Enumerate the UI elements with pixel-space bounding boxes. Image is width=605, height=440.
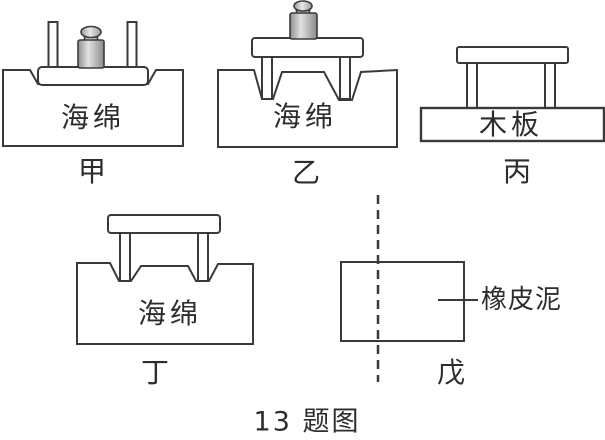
weight-body — [77, 39, 105, 69]
table-top — [251, 37, 364, 58]
weight-knob — [293, 0, 313, 12]
wu-figure-label: 戊 — [436, 356, 466, 389]
bing-figure-label: 丙 — [502, 155, 532, 188]
figure-ding-drawing — [76, 214, 254, 345]
sponge-outline — [2, 69, 184, 147]
figure-caption: 13 题图 — [253, 406, 361, 438]
wood-board — [419, 106, 605, 143]
bing-material-label: 木板 — [478, 108, 544, 141]
figure-yi-drawing — [217, 0, 398, 148]
weight-body — [289, 12, 318, 40]
jia-figure-label: 甲 — [77, 155, 107, 188]
table-top — [37, 66, 149, 86]
weight-icon — [77, 25, 105, 69]
yi-figure-label: 乙 — [291, 156, 321, 189]
table-leg-right — [197, 232, 209, 282]
table-leg-right — [544, 61, 556, 109]
weight-knob — [80, 25, 102, 39]
table-leg-right — [339, 55, 351, 100]
figure-bing-drawing — [419, 46, 605, 143]
yi-material-label: 海绵 — [272, 100, 338, 133]
table-leg-left — [119, 232, 131, 282]
wu-material-label: 橡皮泥 — [481, 285, 563, 315]
clay-block — [340, 261, 465, 342]
table-top — [107, 214, 221, 234]
jia-material-label: 海绵 — [60, 101, 126, 134]
ding-figure-label: 丁 — [140, 356, 170, 389]
figure-jia-drawing — [2, 21, 184, 147]
table-leg-left — [466, 61, 478, 109]
table-leg-left — [47, 21, 59, 70]
table-leg-right — [126, 21, 138, 70]
figure-wu-drawing — [340, 195, 478, 382]
table-leg-left — [261, 55, 273, 100]
ding-material-label: 海绵 — [137, 297, 203, 330]
table-top — [456, 46, 569, 64]
weight-icon — [289, 0, 318, 40]
